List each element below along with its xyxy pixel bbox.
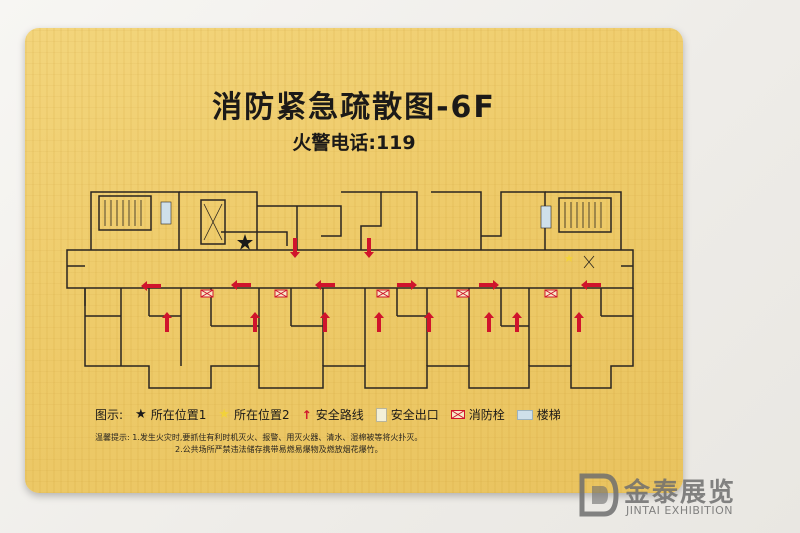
hydrant-box-icon (544, 289, 558, 298)
yellow-star-icon: ★ (218, 407, 230, 422)
evacuation-sign-board: 消防紧急疏散图-6F 火警电话:119 (25, 28, 683, 493)
sign-title: 消防紧急疏散图-6F (212, 90, 496, 125)
stairs-icon (516, 409, 533, 420)
legend: 图示: ★ 所在位置1 ★ 所在位置2 ↑ 安全路线 安全出口 消防栓 楼梯 (95, 406, 655, 423)
watermark-en: JINTAI EXHIBITION (626, 504, 733, 517)
hydrant-box-icon (274, 289, 288, 298)
legend-item-position-1: ★ 所在位置1 (135, 406, 206, 423)
red-arrow-icon: ↑ (301, 407, 312, 422)
legend-item-label: 所在位置2 (234, 408, 290, 422)
note-line-1: 温馨提示: 1.发生火灾时,要抓住有利时机灭火、报警、用灭火器、清水、湿棉被等将… (95, 433, 423, 442)
legend-item-label: 楼梯 (536, 408, 561, 422)
legend-item-stairs: 楼梯 (516, 406, 561, 423)
evacuation-arrows (141, 238, 601, 332)
black-star-icon: ★ (135, 407, 147, 422)
corridor-outline (66, 249, 634, 289)
legend-item-label: 安全路线 (315, 408, 364, 422)
yellow-star-icon (565, 254, 573, 262)
stair-shaft-left (98, 195, 152, 231)
hydrant-box-icon (376, 289, 390, 298)
legend-label: 图示: (95, 408, 124, 422)
legend-title: 图示: (95, 406, 123, 423)
watermark: 金泰展览 JINTAI EXHIBITION (578, 470, 778, 520)
fire-phone-number: 火警电话:119 (292, 132, 416, 154)
note-line-2: 2.公共场所严禁违法储存携带易燃易爆物及燃放烟花爆竹。 (175, 445, 383, 454)
legend-item-label: 所在位置1 (150, 408, 207, 422)
floor-plan (66, 191, 634, 389)
hydrant-box-icon (456, 289, 470, 298)
stairs-icon (540, 205, 552, 229)
stair-shaft-right (558, 197, 612, 233)
legend-item-hydrant: 消防栓 (450, 406, 505, 423)
legend-item-label: 安全出口 (390, 408, 439, 422)
legend-item-label: 消防栓 (468, 408, 505, 422)
watermark-logo-icon (579, 473, 619, 517)
hydrant-box-icon (200, 289, 214, 298)
legend-item-position-2: ★ 所在位置2 (218, 406, 289, 423)
legend-item-safe-exit: 安全出口 (375, 406, 439, 423)
hydrant-box-icon (450, 410, 465, 419)
stairs-icon (160, 201, 172, 225)
watermark-cn: 金泰展览 (624, 478, 737, 508)
safety-notes: 温馨提示: 1.发生火灾时,要抓住有利时机灭火、报警、用灭火器、清水、湿棉被等将… (95, 432, 655, 456)
exit-sign-icon (375, 407, 387, 422)
legend-item-safe-route: ↑ 安全路线 (302, 406, 364, 423)
elevator-shaft (200, 199, 226, 245)
black-star-icon (237, 234, 253, 250)
